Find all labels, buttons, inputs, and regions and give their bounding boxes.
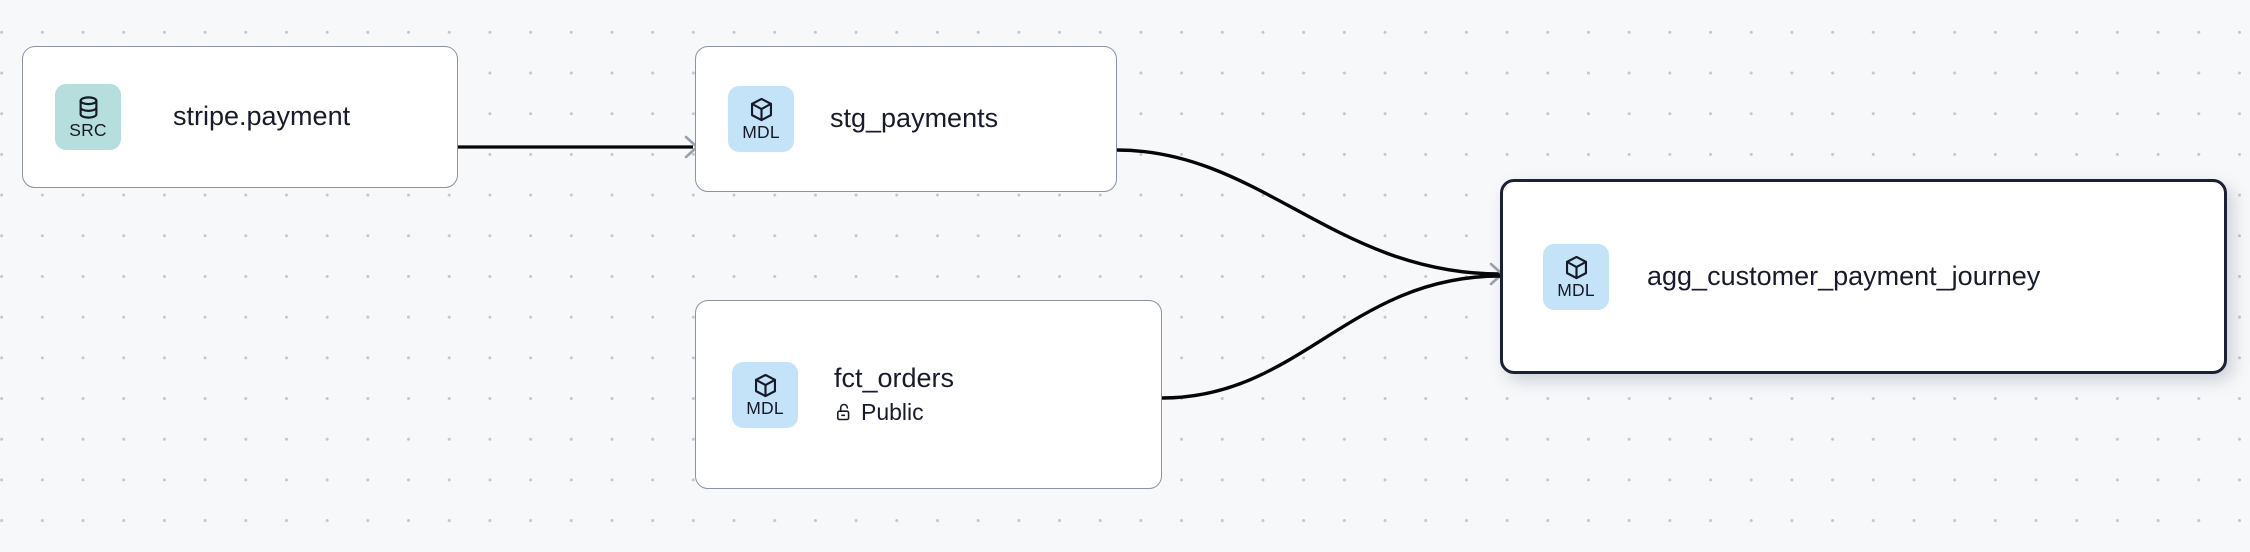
- node-stripe-payment[interactable]: SRC stripe.payment: [22, 46, 458, 188]
- node-title: fct_orders: [834, 362, 955, 393]
- cube-icon: [748, 96, 775, 123]
- badge-mdl: MDL: [728, 86, 794, 152]
- badge-label: MDL: [742, 122, 780, 143]
- node-title: agg_customer_payment_journey: [1647, 260, 2041, 291]
- node-stg-payments[interactable]: MDL stg_payments: [695, 46, 1117, 192]
- badge-src: SRC: [55, 84, 121, 150]
- node-title: stg_payments: [830, 103, 999, 134]
- node-fct-orders[interactable]: MDL fct_orders Public: [695, 300, 1162, 489]
- database-icon: [75, 94, 102, 121]
- cube-icon: [1563, 254, 1590, 281]
- edge-stripe-to-stg: [458, 135, 699, 159]
- node-labels: stripe.payment: [173, 101, 350, 133]
- node-labels: stg_payments: [830, 103, 998, 135]
- badge-mdl: MDL: [1543, 243, 1609, 310]
- cube-icon: [752, 372, 779, 399]
- badge-label: SRC: [69, 120, 107, 141]
- badge-label: MDL: [746, 397, 784, 418]
- badge-label: MDL: [1557, 279, 1595, 300]
- edge-fct-to-agg: [1161, 274, 1501, 400]
- badge-mdl: MDL: [732, 361, 798, 428]
- node-visibility: Public: [834, 398, 954, 427]
- unlock-icon: [834, 402, 854, 422]
- edge-stg-to-agg: [1116, 148, 1504, 286]
- visibility-label: Public: [861, 398, 924, 425]
- node-agg-customer-payment-journey[interactable]: MDL agg_customer_payment_journey: [1500, 179, 2227, 374]
- node-labels: agg_customer_payment_journey: [1647, 261, 2040, 293]
- node-labels: fct_orders Public: [834, 363, 954, 427]
- node-title: stripe.payment: [173, 101, 351, 132]
